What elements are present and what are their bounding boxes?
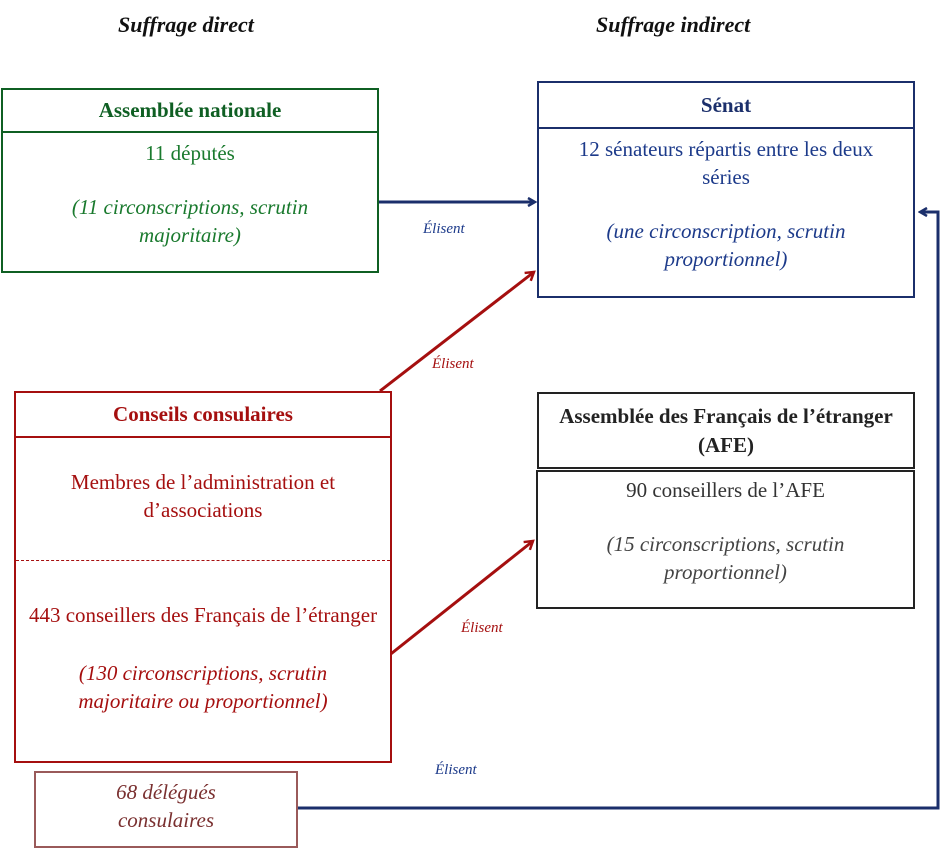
senat-details: (une circonscription, scrutin proportion… <box>606 219 846 271</box>
arrow-cc-to-afe <box>386 541 533 659</box>
conseils-consulaires-members: Membres de l’administration et d’associa… <box>70 470 336 522</box>
conseils-consulaires-count: 443 conseillers des Français de l’étrang… <box>28 603 378 627</box>
afe-title: Assemblée des Français de l’étranger (AF… <box>559 404 893 457</box>
conseils-consulaires-divider <box>16 560 390 561</box>
header-direct: Suffrage direct <box>118 12 254 37</box>
afe-count: 90 conseillers de l’AFE <box>626 478 825 502</box>
senat-title: Sénat <box>539 83 913 129</box>
afe-body-box: 90 conseillers de l’AFE (15 circonscript… <box>536 470 915 609</box>
edge-label-cc-afe: Élisent <box>461 620 503 636</box>
delegues-box: 68 délégués consulaires <box>34 771 298 848</box>
arrow-delegues-to-senat <box>297 212 940 810</box>
assemblee-nationale-title: Assemblée nationale <box>3 90 377 133</box>
assemblee-nationale-box: Assemblée nationale 11 députés (11 circo… <box>1 88 379 273</box>
conseils-consulaires-box: Conseils consulaires Membres de l’admini… <box>14 391 392 763</box>
delegues-label: 68 délégués consulaires <box>116 780 216 832</box>
afe-details: (15 circonscriptions, scrutin proportion… <box>606 532 845 584</box>
assemblee-nationale-details: (11 circonscriptions, scrutin majoritair… <box>71 195 309 247</box>
assemblee-nationale-count: 11 députés <box>145 141 235 165</box>
edge-label-an-senat: Élisent <box>423 221 465 237</box>
edge-label-cc-senat: Élisent <box>432 356 474 372</box>
senat-box: Sénat 12 sénateurs répartis entre les de… <box>537 81 915 298</box>
senat-count: 12 sénateurs répartis entre les deux sér… <box>578 137 874 189</box>
edge-label-delegues-senat: Élisent <box>435 762 477 778</box>
conseils-consulaires-title: Conseils consulaires <box>16 393 390 438</box>
conseils-consulaires-details: (130 circonscriptions, scrutin majoritai… <box>78 661 328 713</box>
header-indirect: Suffrage indirect <box>596 12 751 37</box>
arrow-cc-to-senat <box>379 272 534 393</box>
afe-title-box: Assemblée des Français de l’étranger (AF… <box>537 392 915 469</box>
